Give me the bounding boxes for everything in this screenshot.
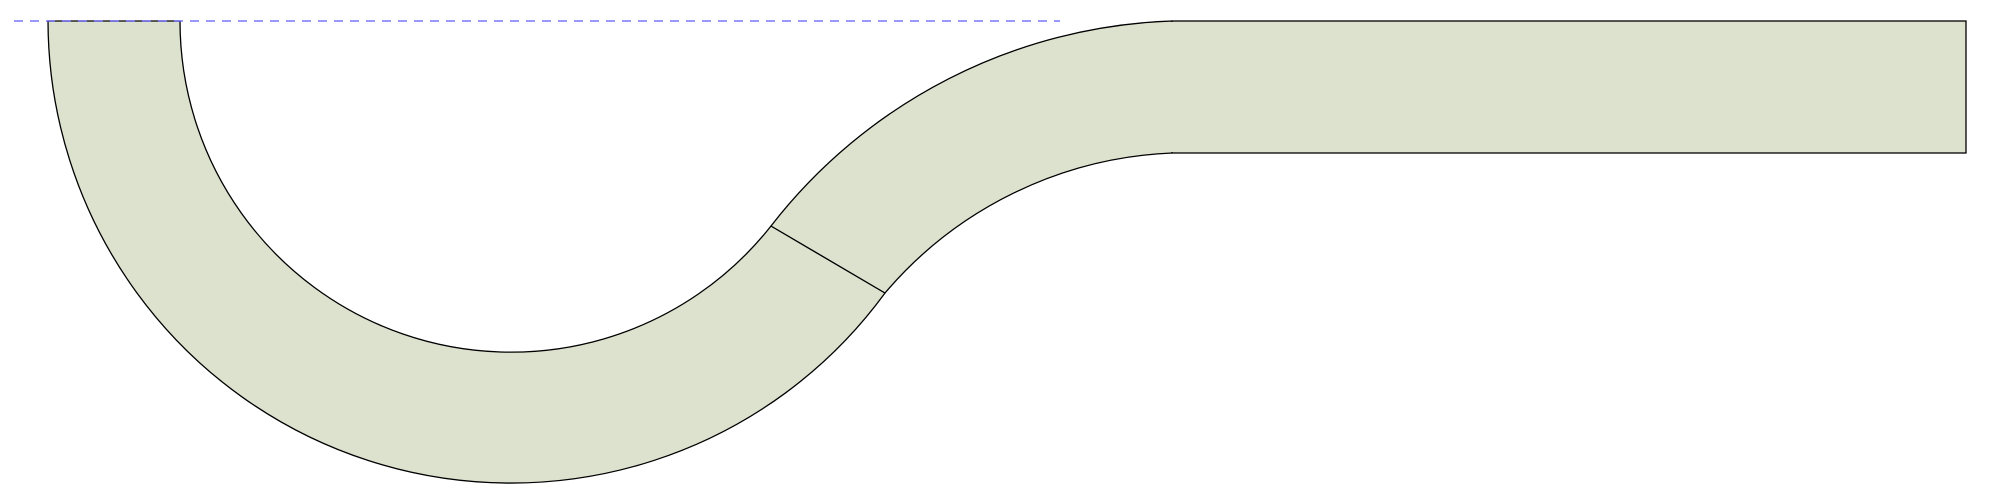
straight-output-waveguide [1171, 20, 1967, 154]
upper-s-bend-arc [770, 20, 1173, 294]
left-semicircular-bend [47, 20, 886, 484]
